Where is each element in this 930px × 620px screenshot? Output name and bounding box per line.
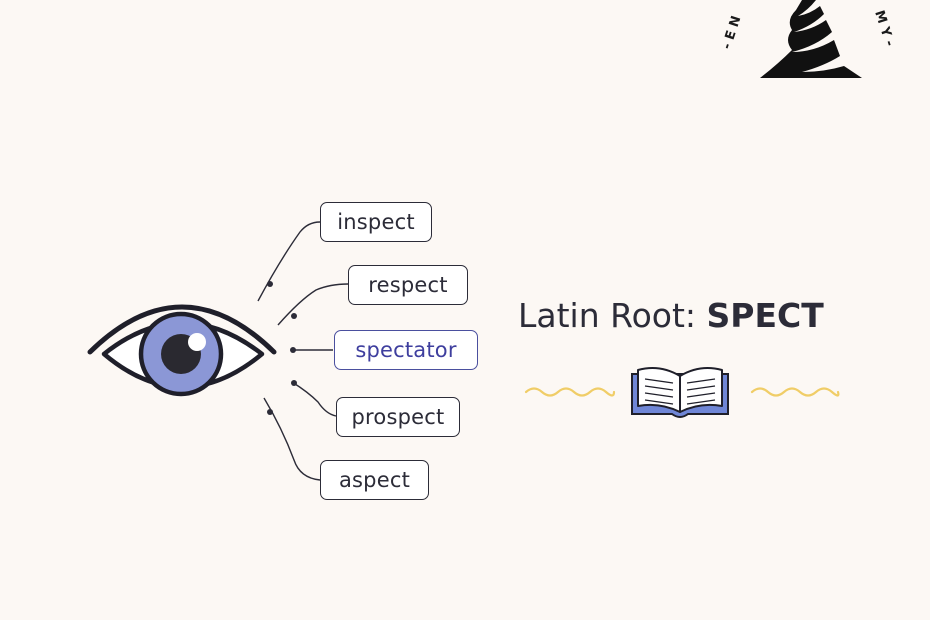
open-book-icon — [631, 367, 729, 418]
connector-prospect — [291, 381, 337, 417]
word-box-prospect: prospect — [336, 397, 460, 437]
title-root: SPECT — [706, 296, 824, 335]
logo-tree-mark — [760, 0, 862, 78]
connector-dot — [267, 281, 273, 287]
word-box-aspect: aspect — [320, 460, 429, 500]
word-label: respect — [368, 273, 448, 297]
word-box-respect: respect — [348, 265, 468, 305]
eye-icon — [87, 304, 277, 397]
connector-dot — [291, 380, 297, 386]
word-label: prospect — [351, 405, 445, 429]
wave-decoration-right — [750, 387, 840, 397]
wave-decoration-left — [524, 387, 616, 397]
connector-respect — [277, 283, 349, 326]
word-box-spectator: spectator — [334, 330, 478, 370]
connector-dot — [267, 409, 273, 415]
word-label: inspect — [337, 210, 415, 234]
connector-dot — [291, 313, 297, 319]
connector-aspect — [263, 397, 321, 481]
page-title: Latin Root: SPECT — [518, 296, 824, 335]
word-label: aspect — [338, 468, 411, 492]
word-box-inspect: inspect — [320, 202, 432, 242]
word-label: spectator — [355, 338, 457, 362]
connector-inspect — [257, 221, 321, 302]
connector-dots — [267, 281, 297, 415]
brand-logo: - E N M Y - — [720, 0, 897, 78]
connector-dot — [290, 347, 296, 353]
title-prefix: Latin Root: — [518, 296, 707, 335]
connector-lines — [257, 221, 349, 481]
